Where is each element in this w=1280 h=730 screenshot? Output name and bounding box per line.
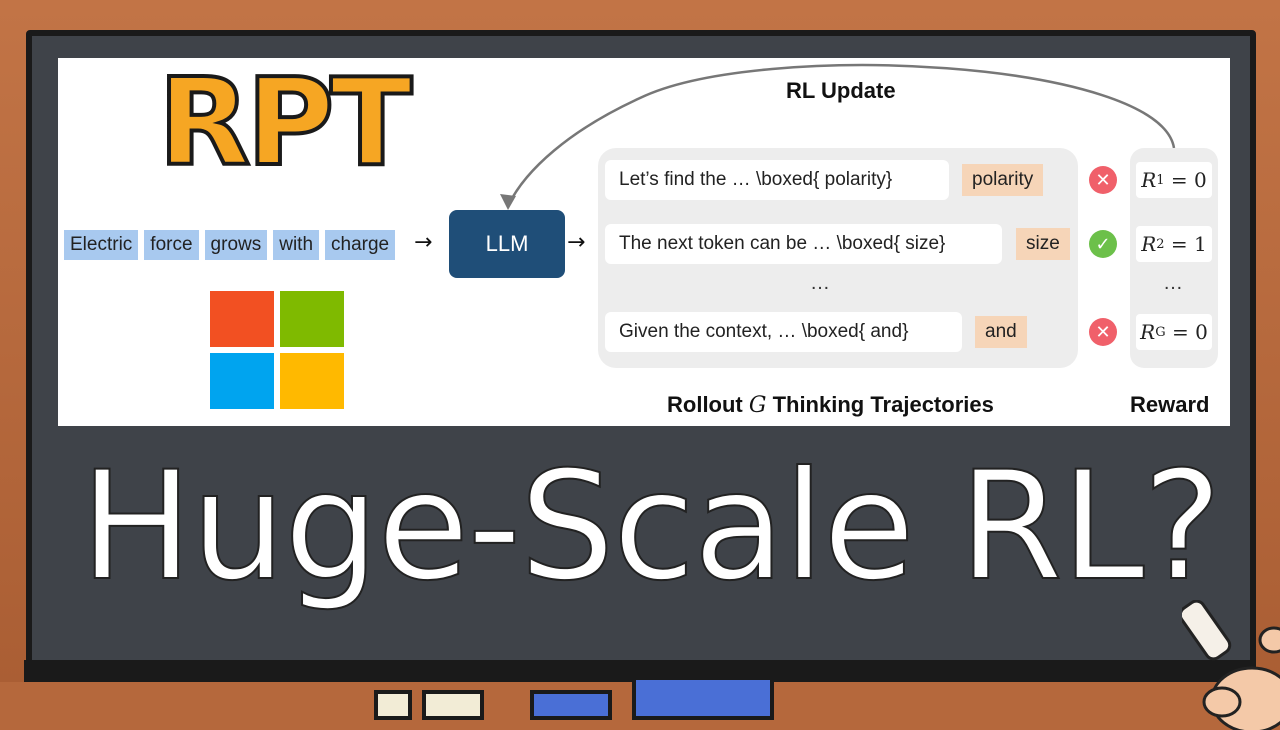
- input-token: charge: [325, 230, 396, 260]
- trajectory-text: Let’s find the … \boxed{ polarity}: [605, 160, 949, 200]
- cross-icon: ✕: [1089, 166, 1117, 194]
- ellipsis: …: [1163, 272, 1183, 294]
- hand-with-marker-icon: [1182, 600, 1280, 730]
- marker-blue: [530, 690, 612, 720]
- rl-update-label: RL Update: [786, 78, 896, 103]
- arrow-right-icon: →: [414, 230, 433, 255]
- reward-subscript: 2: [1156, 236, 1165, 252]
- reward-subscript: 1: [1156, 172, 1165, 188]
- trajectory-answer: and: [975, 316, 1027, 348]
- input-token: with: [273, 230, 320, 260]
- cross-icon: ✕: [1089, 318, 1117, 346]
- trajectory-answer: polarity: [962, 164, 1044, 196]
- input-token: grows: [204, 230, 268, 260]
- llm-box: LLM: [449, 210, 565, 278]
- marker-cream: [422, 690, 484, 720]
- marker-white: [374, 690, 412, 720]
- arrow-right-icon: →: [567, 230, 586, 255]
- rpt-title: RPT: [156, 54, 414, 193]
- chalk-tray: [24, 660, 1256, 682]
- input-token: force: [144, 230, 199, 260]
- checkmark-icon: ✓: [1089, 230, 1117, 258]
- rollout-caption-pre: Rollout: [667, 392, 749, 417]
- rollout-caption-post: Thinking Trajectories: [766, 392, 994, 417]
- reward-symbol: R: [1141, 232, 1157, 256]
- marker-blue-large: [632, 676, 774, 720]
- reward-symbol: R: [1140, 320, 1156, 344]
- microsoft-logo: [210, 291, 346, 409]
- input-token-row: Electric force grows with charge: [64, 230, 396, 260]
- input-token: Electric: [64, 230, 139, 260]
- reward-number: = 0: [1170, 168, 1207, 192]
- ellipsis: …: [810, 272, 830, 294]
- trajectory-text: Given the context, … \boxed{ and}: [605, 312, 962, 352]
- headline: Huge-Scale RL?: [79, 440, 1223, 614]
- reward-caption: Reward: [1130, 392, 1210, 417]
- reward-number: = 1: [1170, 232, 1207, 256]
- trajectory-text: The next token can be … \boxed{ size}: [605, 224, 1002, 264]
- rollout-caption-var: G: [748, 393, 767, 418]
- reward-number: = 0: [1171, 320, 1208, 344]
- reward-subscript: G: [1155, 324, 1166, 340]
- trajectory-answer: size: [1016, 228, 1070, 260]
- rollout-caption: Rollout G Thinking Trajectories: [667, 392, 994, 418]
- reward-symbol: R: [1141, 168, 1157, 192]
